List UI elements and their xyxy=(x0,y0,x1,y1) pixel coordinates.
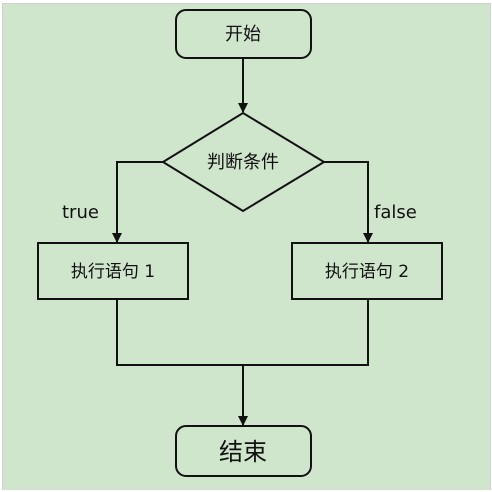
end-label: 结束 xyxy=(219,438,267,466)
end-node xyxy=(175,425,312,477)
false-branch-line xyxy=(324,161,373,243)
stmt1-label: 执行语句 1 xyxy=(71,262,155,282)
decision-diamond xyxy=(161,111,326,213)
diagram-panel xyxy=(2,3,491,490)
true-label: true xyxy=(62,202,99,223)
stmt2-label: 执行语句 2 xyxy=(325,262,409,282)
true-branch-line xyxy=(112,161,163,243)
start-label: 开始 xyxy=(225,24,261,45)
decision-label: 判断条件 xyxy=(207,152,279,173)
false-label: false xyxy=(374,202,417,223)
merge-line xyxy=(116,299,369,366)
stmt1-box xyxy=(37,242,189,300)
